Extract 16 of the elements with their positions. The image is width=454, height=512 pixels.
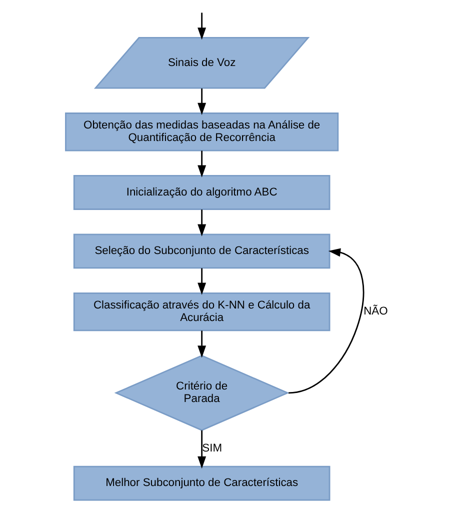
arrow xyxy=(198,268,206,295)
node-box: Seleção do Subconjunto de Características xyxy=(73,234,330,269)
arrow xyxy=(198,210,206,236)
edge-label: NÃO xyxy=(364,306,388,318)
arrow xyxy=(288,248,364,394)
edge-label: SIM xyxy=(202,442,222,454)
node-box: Obtenção das medidas baseadas na Análise de Quantificação de Recorrência xyxy=(65,112,339,152)
arrow xyxy=(198,330,206,358)
arrow xyxy=(198,430,206,469)
node-diamond: Critério de Parada xyxy=(114,354,290,431)
arrow xyxy=(198,12,206,40)
arrow xyxy=(198,88,206,115)
node-box: Classificação através do K-NN e Cálculo da Acurácia xyxy=(73,292,330,332)
node-box: Melhor Subconjunto de Características xyxy=(73,466,330,501)
node-box: Inicialização do algoritmo ABC xyxy=(73,175,330,210)
arrow xyxy=(198,150,206,178)
